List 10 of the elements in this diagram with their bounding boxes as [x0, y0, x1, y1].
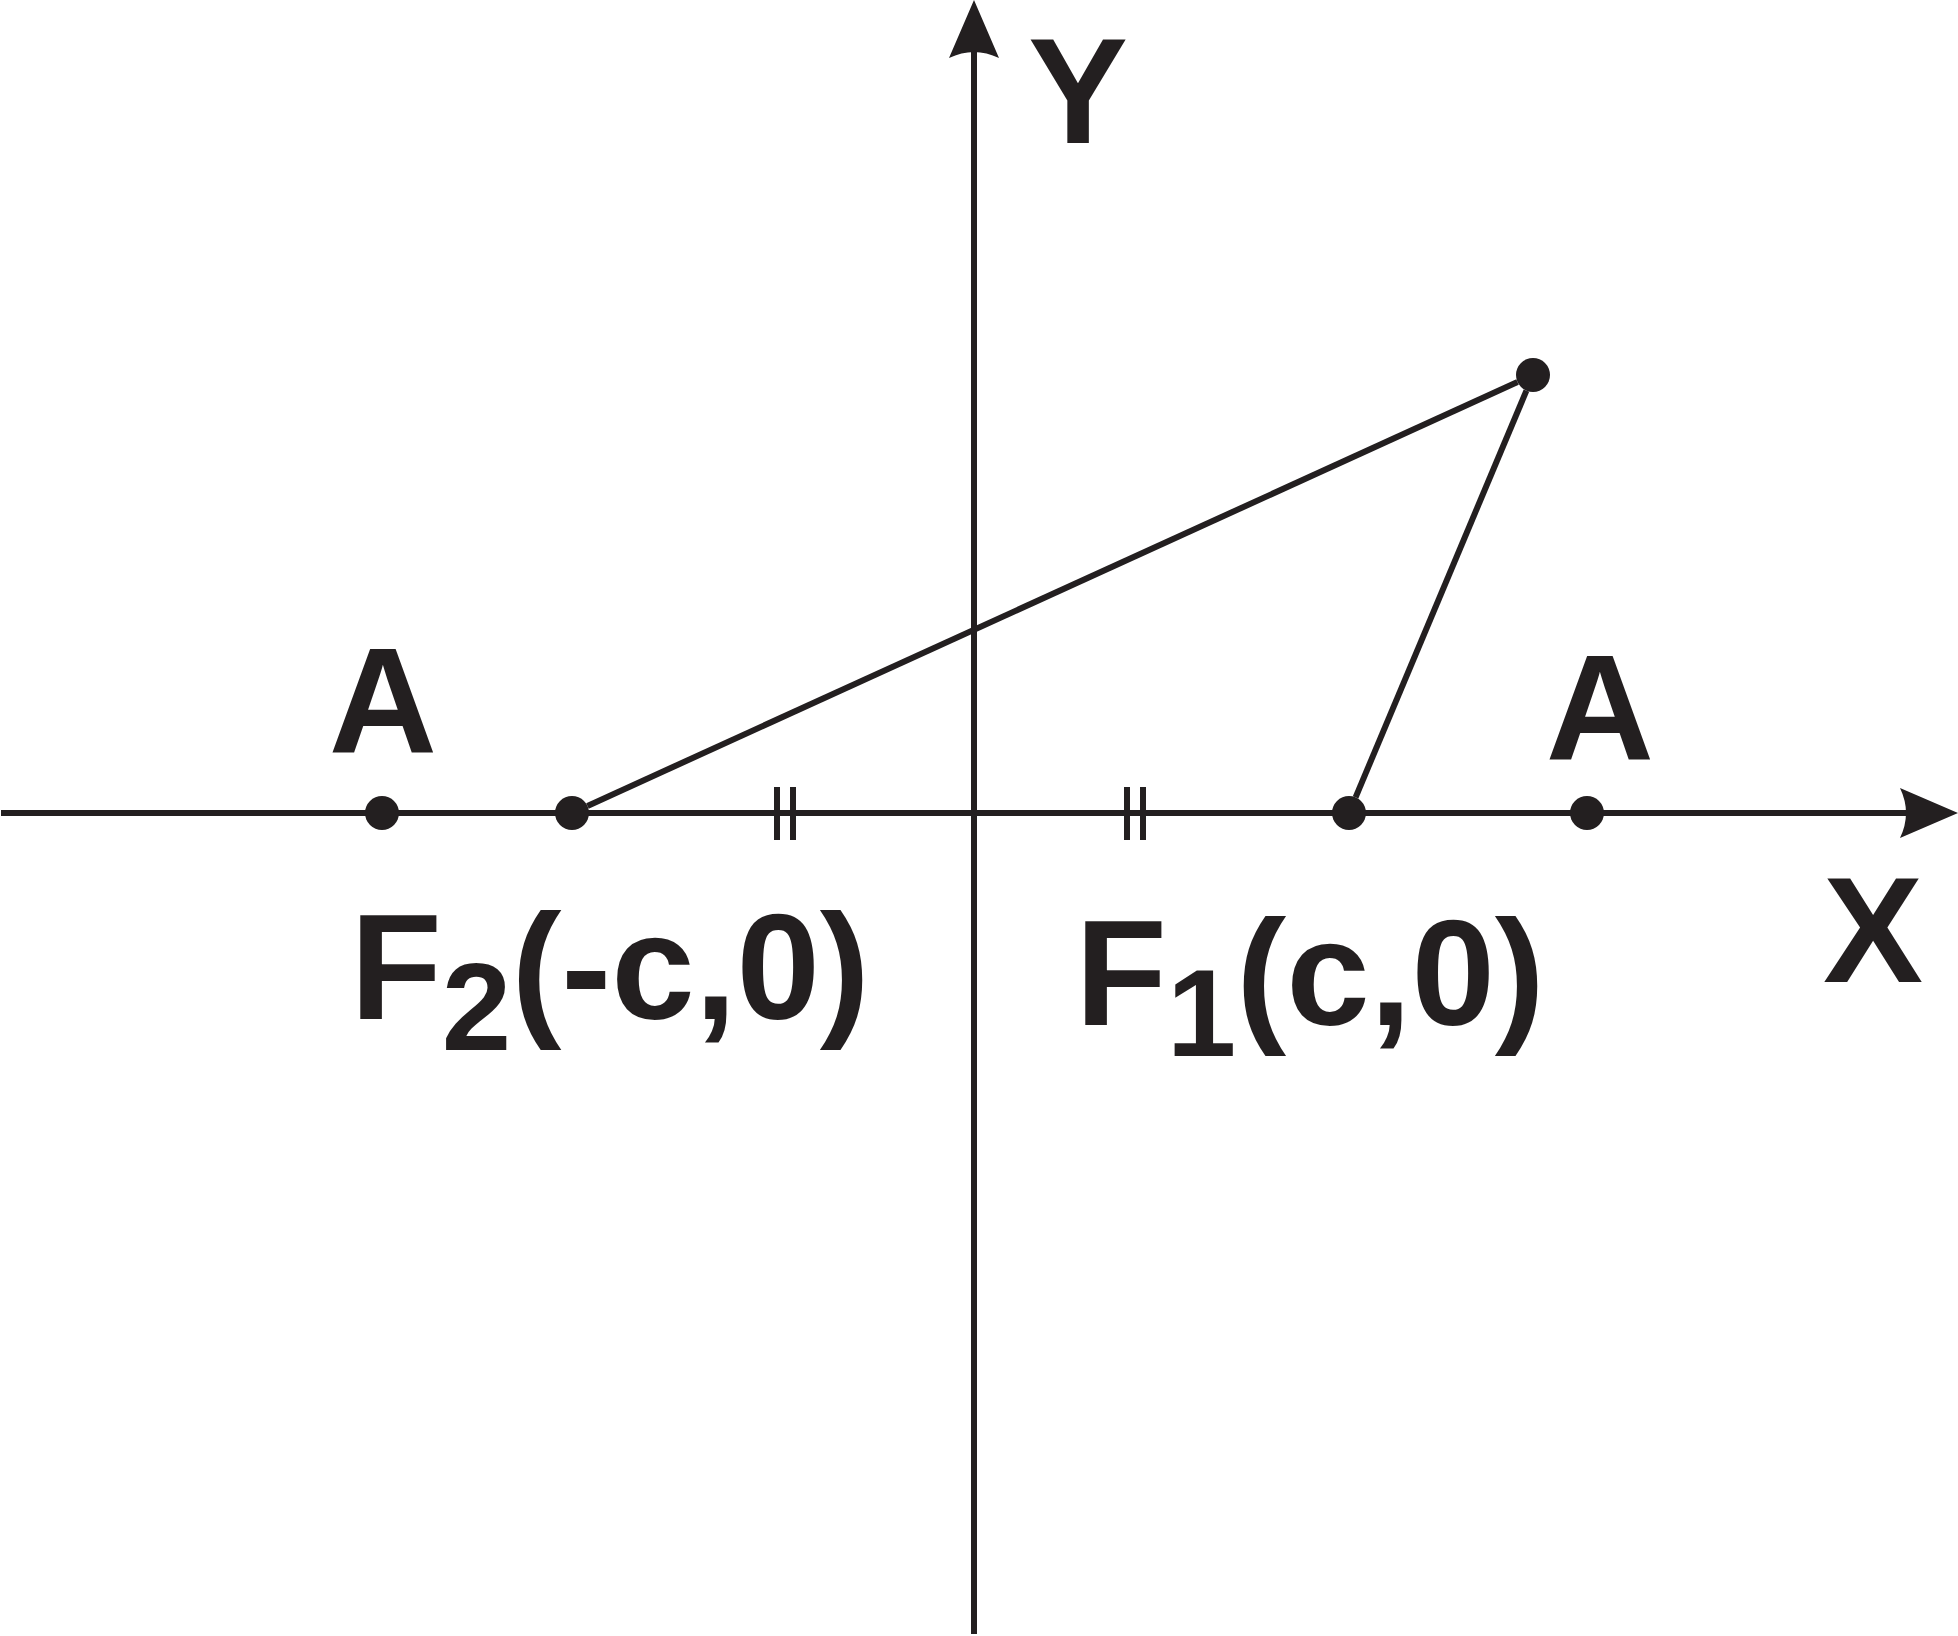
- point-label: F$_{1}$(c,0): [1075, 897, 1545, 1075]
- axis-label: Y: [1027, 16, 1129, 166]
- point-dot: [1516, 358, 1550, 392]
- line-segment: [1352, 389, 1530, 799]
- point-label: F$_{2}$(-c,0): [350, 891, 870, 1069]
- line-segment: [586, 379, 1519, 809]
- axis-label: X: [1822, 855, 1924, 1005]
- point-dot: [555, 796, 589, 830]
- point-label: A: [1545, 632, 1655, 782]
- point-label: A: [328, 625, 438, 775]
